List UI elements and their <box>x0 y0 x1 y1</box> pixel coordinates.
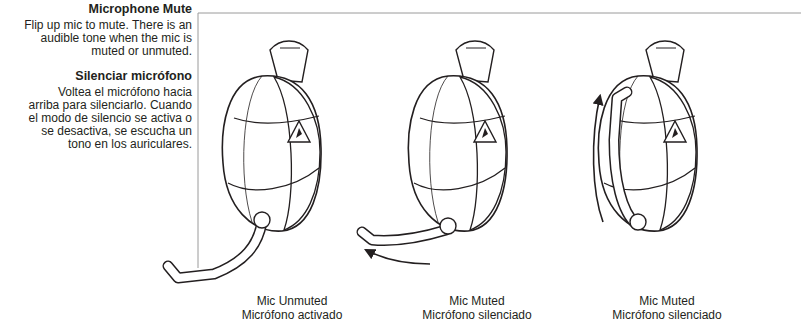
caption-label: Micrófono activado <box>207 308 377 322</box>
heading-text: Silenciar micrófono <box>7 70 192 83</box>
body-text: Flip up mic to mute. There is an audible… <box>10 19 192 58</box>
caption-label: Micrófono silenciado <box>392 308 562 322</box>
caption-label: Mic Unmuted <box>207 294 377 308</box>
body-text: Voltea el micrófono hacia arriba para si… <box>24 86 192 151</box>
caption-label: Mic Muted <box>582 294 752 308</box>
caption-label: Mic Muted <box>392 294 562 308</box>
heading-text: Microphone Mute <box>7 3 192 16</box>
caption-label: Micrófono silenciado <box>582 308 752 322</box>
